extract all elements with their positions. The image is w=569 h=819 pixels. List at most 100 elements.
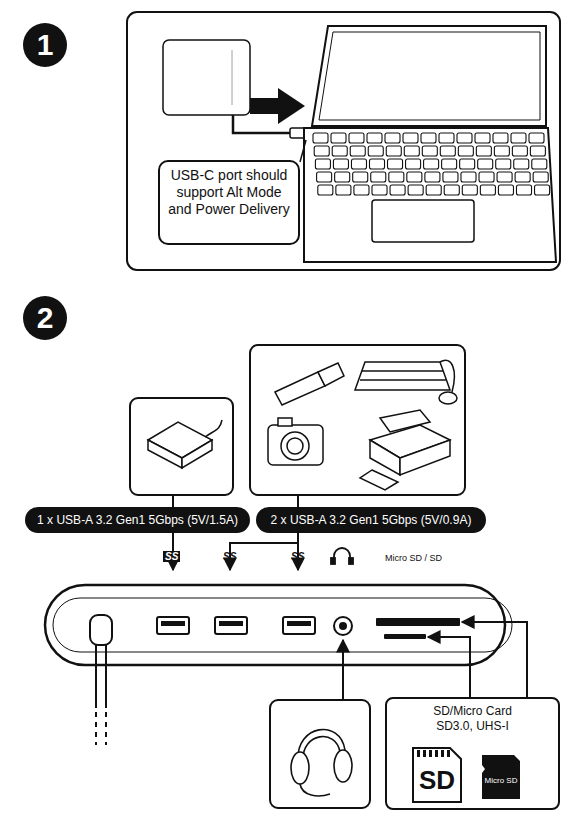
key [333,159,348,169]
node-text: 2 [37,301,54,335]
key [476,146,491,156]
key [386,146,401,156]
key [515,172,530,182]
key [317,172,332,182]
port-arrow [230,543,298,570]
port-label: Micro SD / SD [385,553,442,563]
key [516,185,531,195]
key [496,159,511,169]
usb-logo: SS [289,551,306,562]
hub-top [163,40,250,115]
audio-jack [334,617,352,635]
key [443,172,458,182]
key [318,185,333,195]
port-spec-band: 1 x USB-A 3.2 Gen1 5Gbps (5V/1.5A) [25,507,250,533]
key [444,185,459,195]
usb-a-tongue [161,621,311,626]
key [461,172,476,182]
key [497,172,512,182]
headphone-symbol [331,548,353,564]
key [424,159,439,169]
key [462,185,477,195]
port-arrow [342,640,344,700]
step-number: 1 [23,23,67,67]
step-panel [127,12,560,270]
key [369,159,384,169]
node-text: 1 x USB-A 3.2 Gen1 5Gbps (5V/1.5A) [37,513,238,527]
touchpad [372,200,474,242]
key [440,146,455,156]
key [403,133,418,143]
camera-icon [268,418,323,465]
key [478,159,493,169]
hard-drive-icon [148,420,222,468]
printer-icon [360,410,450,490]
key [532,159,547,169]
keyboard-icon [355,360,457,404]
key [351,159,366,169]
node-text: 1 [37,28,54,62]
device-panel [250,345,465,495]
cable-boot [90,615,112,645]
key [514,159,529,169]
key [512,146,527,156]
node-text: 2 x USB-A 3.2 Gen1 5Gbps (5V/0.9A) [271,513,472,527]
card-panel: SD/Micro Card SD3.0, UHS-I SD Micro SD [385,697,560,810]
port-spec-band: 2 x USB-A 3.2 Gen1 5Gbps (5V/0.9A) [256,507,486,533]
key [372,185,387,195]
micro-sd-slot [384,634,426,639]
node-text: Micro SD [485,776,518,785]
key [458,146,473,156]
usb-a-port [157,617,315,634]
key [480,185,495,195]
laptop-screen [312,26,546,126]
key [457,133,472,143]
key [315,159,330,169]
leader-line [297,495,299,507]
keyboard [313,133,550,195]
key [533,172,548,182]
cable [95,645,97,708]
key [353,172,368,182]
hub-face [53,598,512,652]
key [442,159,457,169]
key [350,146,365,156]
key [388,159,403,169]
sd-slot [376,618,460,626]
key [335,172,350,182]
key [367,133,382,143]
hub-logo [232,50,233,105]
usb-logo: SS [163,551,180,562]
key [498,185,513,195]
key [511,133,526,143]
node-text: SD/Micro Card SD3.0, UHS-I [420,704,525,734]
slot-arrow [462,622,527,697]
callout-box: USB-C port should support Alt Mode and P… [158,160,300,245]
key [331,133,346,143]
key [371,172,386,182]
sd-card: SD [412,747,462,803]
cable [105,712,107,745]
key [425,172,440,182]
laptop-base [304,128,556,262]
key [426,185,441,195]
audio-jack [339,622,347,630]
headset-icon [291,729,352,795]
key [313,133,328,143]
node-text: SD [419,773,455,788]
key [535,185,550,195]
key [529,133,544,143]
key [408,185,423,195]
device-panel [270,700,370,808]
step-number: 2 [23,296,67,340]
key [385,133,400,143]
laptop-bezel [319,32,540,120]
key [494,146,509,156]
node-text: USB-C port should support Alt Mode and P… [166,167,292,218]
leader-line [300,140,306,162]
key [314,146,329,156]
key [530,146,545,156]
key [460,159,475,169]
key [493,133,508,143]
